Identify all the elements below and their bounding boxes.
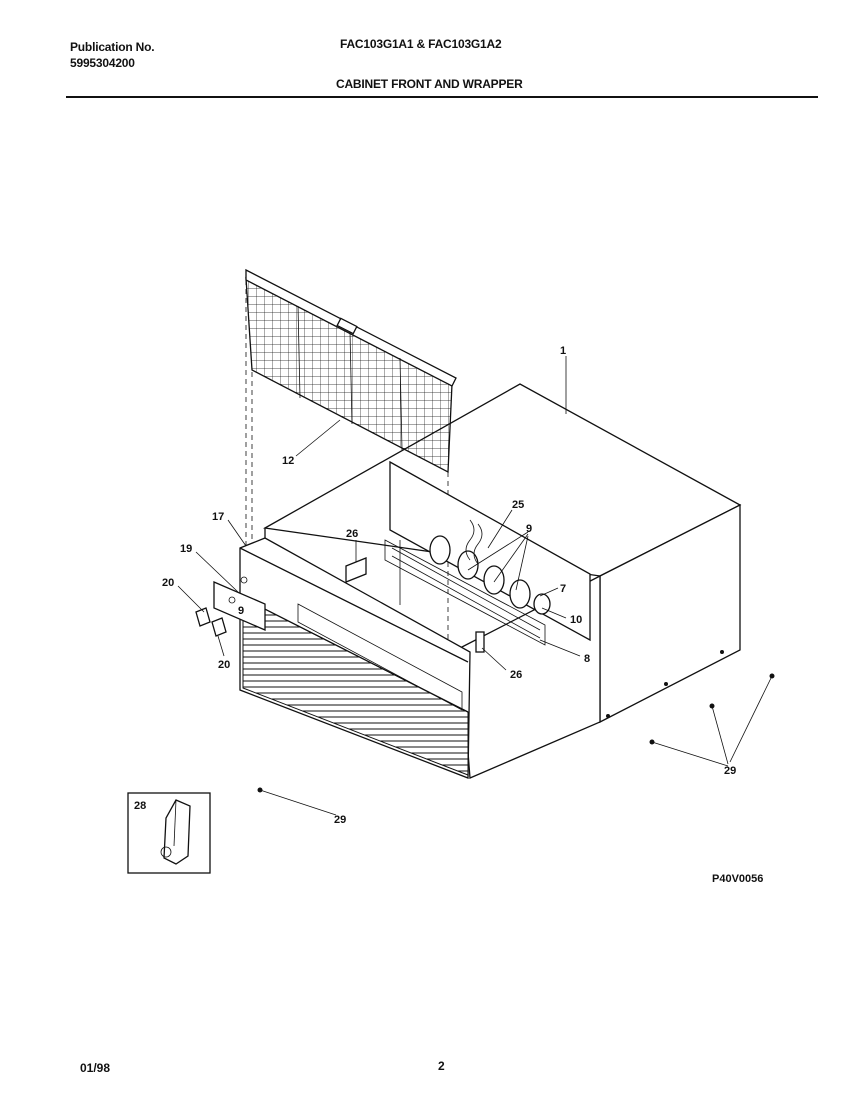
callout-labels: 1 12 25 9 26 17 19 20 9 7 10 8 26 20 29 … <box>162 345 736 826</box>
callout-19: 19 <box>180 543 192 555</box>
callout-17: 17 <box>212 511 224 523</box>
figure-code: P40V0056 <box>712 873 763 885</box>
header-rule <box>66 96 818 98</box>
callout-12: 12 <box>282 455 294 467</box>
footer-date: 01/98 <box>80 1061 111 1075</box>
callout-1: 1 <box>560 345 566 357</box>
callout-26-top: 26 <box>346 528 358 540</box>
callout-7: 7 <box>560 583 566 595</box>
control-panel-assembly <box>384 460 591 646</box>
callout-26-bottom: 26 <box>510 669 522 681</box>
front-grille <box>239 537 471 779</box>
control-knobs <box>195 576 266 637</box>
clip-parts <box>345 557 485 653</box>
callout-9: 9 <box>526 523 532 535</box>
callout-9-knob: 9 <box>238 605 244 617</box>
model-numbers: FAC103G1A1 & FAC103G1A2 <box>340 37 502 51</box>
page-number: 2 <box>438 1059 445 1073</box>
publication-number: 5995304200 <box>70 56 135 70</box>
section-title: CABINET FRONT AND WRAPPER <box>336 77 523 91</box>
callout-8: 8 <box>584 653 590 665</box>
callout-29-side: 29 <box>724 765 736 777</box>
callout-25: 25 <box>512 499 524 511</box>
callout-29-front: 29 <box>334 814 346 826</box>
callout-10: 10 <box>570 614 582 626</box>
callout-20-top: 20 <box>162 577 174 589</box>
callout-20-bottom: 20 <box>218 659 230 671</box>
air-filter <box>245 268 457 650</box>
publication-label: Publication No. <box>70 40 155 54</box>
callout-28: 28 <box>134 800 146 812</box>
inset-detail-28: 28 <box>127 792 211 874</box>
leader-lines <box>177 356 773 816</box>
